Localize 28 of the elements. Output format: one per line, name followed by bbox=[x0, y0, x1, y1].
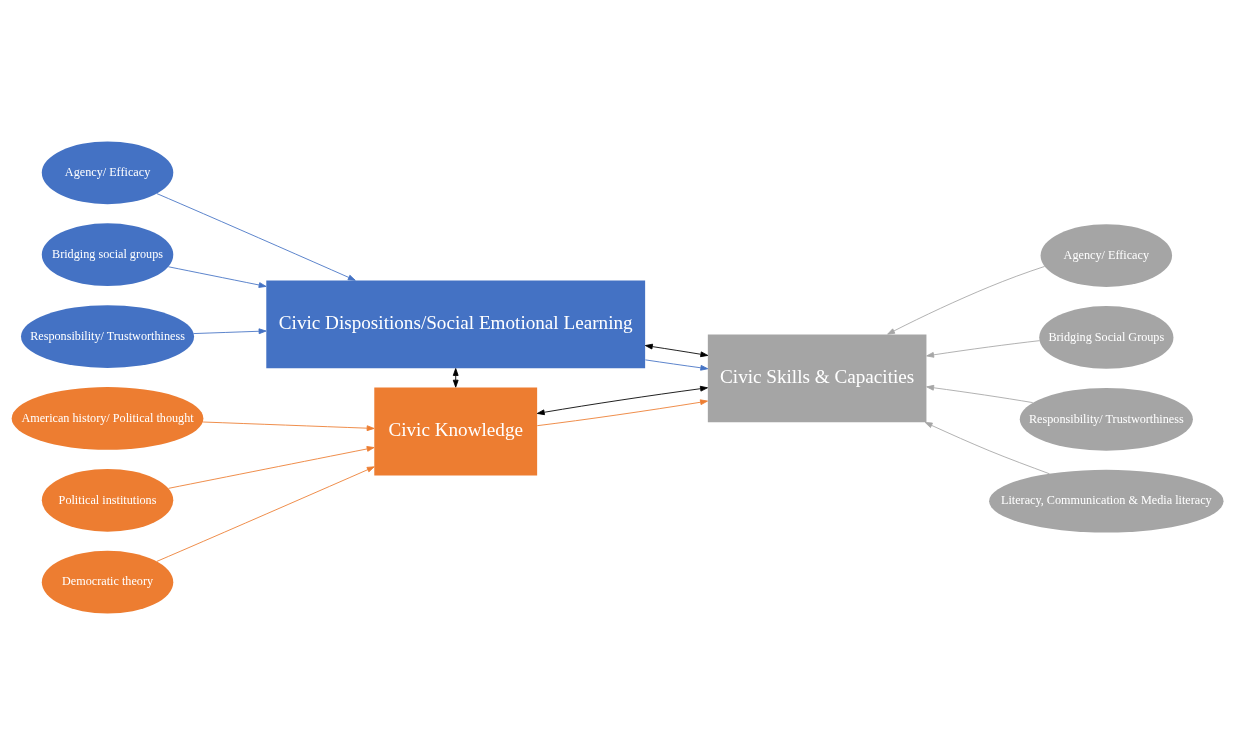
node-ellipse: Political institutions bbox=[41, 468, 174, 532]
arrow bbox=[202, 421, 375, 431]
arrow bbox=[193, 327, 267, 334]
arrow bbox=[887, 265, 1046, 335]
node-box: Civic Knowledge bbox=[374, 387, 538, 475]
node-ellipse: Responsibility/ Trustworthiness bbox=[20, 304, 195, 368]
node-ellipse: American history/ Political thought bbox=[11, 386, 204, 450]
arrow bbox=[452, 367, 459, 388]
arrow bbox=[644, 343, 709, 357]
arrow bbox=[156, 192, 356, 281]
arrow bbox=[926, 384, 1034, 403]
node-ellipse: Democratic theory bbox=[41, 550, 174, 613]
arrow bbox=[167, 265, 267, 288]
node-ellipse: Literacy, Communication & Media literacy bbox=[989, 469, 1224, 532]
arrow bbox=[168, 445, 375, 489]
arrow bbox=[536, 385, 708, 415]
node-ellipse: Agency/ Efficacy bbox=[41, 141, 174, 204]
node-box: Civic Skills & Capacities bbox=[707, 333, 927, 422]
arrow bbox=[156, 465, 375, 562]
node-ellipse: Bridging social groups bbox=[41, 222, 174, 286]
node-ellipse: Agency/ Efficacy bbox=[1040, 223, 1173, 287]
node-box: Civic Dispositions/Social Emotional Learning bbox=[266, 279, 646, 368]
node-ellipse: Responsibility/ Trustworthiness bbox=[1019, 387, 1193, 451]
arrow bbox=[644, 358, 709, 371]
arrow bbox=[924, 421, 1050, 474]
arrow bbox=[926, 339, 1040, 358]
arrow bbox=[536, 398, 708, 426]
node-ellipse: Bridging Social Groups bbox=[1039, 305, 1174, 369]
